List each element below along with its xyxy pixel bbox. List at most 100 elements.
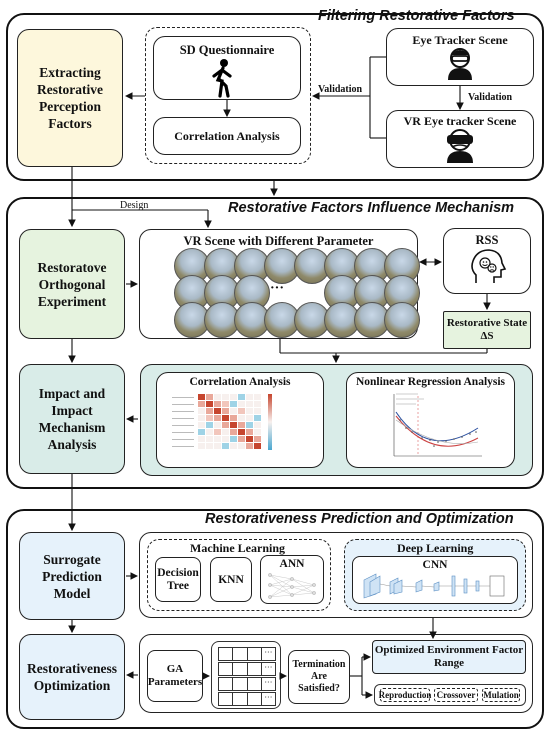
heatmap-cell xyxy=(198,436,205,442)
vr-eye-tracker-label: VR Eye tracker Scene xyxy=(403,114,517,128)
heatmap-cell xyxy=(254,429,261,435)
heatmap-cell xyxy=(198,443,205,449)
heatmap-cell xyxy=(214,436,221,442)
orthogonal-experiment-label: Restoratove Orthogonal Experiment xyxy=(37,259,107,309)
heatmap-cell xyxy=(214,408,221,414)
restorative-state-box: Restorative State ΔS xyxy=(443,311,531,349)
heatmap-row-label xyxy=(172,404,194,405)
machine-learning-label: Machine Learning xyxy=(190,541,285,555)
knn-label: KNN xyxy=(218,573,244,586)
heatmap-cell xyxy=(214,443,221,449)
heatmap-cell xyxy=(230,415,237,421)
heatmap-cell xyxy=(222,401,229,407)
heatmap-cell xyxy=(206,443,213,449)
correlation-analysis-label-1: Correlation Analysis xyxy=(174,128,280,143)
heatmap-cell xyxy=(254,401,261,407)
heatmap-cell xyxy=(238,443,245,449)
heatmap-cell xyxy=(198,422,205,428)
neural-network-icon xyxy=(268,573,316,599)
extracting-factors-box: Extracting Restorative Perception Factor… xyxy=(17,29,123,167)
ann-label: ANN xyxy=(279,558,305,570)
questionnaire-group xyxy=(145,27,311,164)
rss-box: RSS xyxy=(443,228,531,294)
heatmap-cell xyxy=(222,422,229,428)
eye-tracker-label: Eye Tracker Scene xyxy=(412,33,508,47)
validation-label-2: Validation xyxy=(468,92,513,103)
sd-questionnaire-label: SD Questionnaire xyxy=(179,43,275,57)
delta-s-label: ΔS xyxy=(480,330,494,342)
heatmap-cell xyxy=(198,429,205,435)
heatmap-cell xyxy=(246,436,253,442)
ga-parameters-box: GA Parameters xyxy=(147,650,203,702)
design-label: Design xyxy=(120,200,149,211)
knn-box: KNN xyxy=(210,557,252,602)
heatmap-row-label xyxy=(172,432,194,433)
operators-group xyxy=(374,684,526,706)
heatmap-cell xyxy=(238,429,245,435)
optimized-range-label: Optimized Environment Factor Range xyxy=(374,644,524,669)
scene-ellipsis: ··· xyxy=(270,281,285,296)
rss-label: RSS xyxy=(475,233,499,247)
reproduction-label: Reproduction xyxy=(378,690,432,700)
scene-thumbnail xyxy=(384,302,420,338)
orthogonal-experiment-box: Restoratove Orthogonal Experiment xyxy=(19,229,125,339)
heatmap-cell xyxy=(214,401,221,407)
heatmap-cell xyxy=(222,415,229,421)
heatmap-cell xyxy=(230,401,237,407)
heatmap-row-label xyxy=(172,439,194,440)
nonlinear-regression-box: Nonlinear Regression Analysis xyxy=(346,372,515,468)
restorative-state-label: Restorative State xyxy=(446,317,528,329)
heatmap-cell xyxy=(198,401,205,407)
heatmap-cell xyxy=(230,422,237,428)
heatmap-cell xyxy=(230,394,237,400)
vr-scene-thumbnails: ··· xyxy=(146,248,420,338)
heatmap-cell xyxy=(198,408,205,414)
heatmap-cell xyxy=(214,429,221,435)
optimization-label: Restorativeness Optimization xyxy=(27,661,117,693)
heatmap-cell xyxy=(222,436,229,442)
walking-person-icon xyxy=(212,59,232,98)
panel-title-filtering: Filtering Restorative Factors xyxy=(318,8,515,24)
heatmap-cell xyxy=(222,429,229,435)
heatmap-cell xyxy=(206,422,213,428)
heatmap-cell xyxy=(222,394,229,400)
termination-box: Termination Are Satisfied? xyxy=(288,650,350,704)
heatmap-cell xyxy=(206,408,213,414)
mutation-label: Mulation xyxy=(483,690,519,700)
machine-learning-group xyxy=(147,539,331,611)
extracting-factors-label: Extracting Restorative Perception Factor… xyxy=(37,65,103,131)
heatmap-row-label xyxy=(172,418,194,419)
panel-title-influence: Restorative Factors Influence Mechanism xyxy=(228,200,515,216)
mutation-box: Mulation xyxy=(482,688,520,702)
heatmap-cell xyxy=(206,394,213,400)
population-bar: ··· xyxy=(218,692,276,706)
heatmap-cell xyxy=(214,415,221,421)
heatmap-cell xyxy=(246,422,253,428)
correlation-analysis-box-1: Correlation Analysis xyxy=(153,117,301,155)
heatmap-cell xyxy=(230,429,237,435)
nonlinear-regression-label: Nonlinear Regression Analysis xyxy=(355,376,506,388)
heatmap-cell xyxy=(206,401,213,407)
validation-label-1: Validation xyxy=(318,84,363,95)
heatmap-cell xyxy=(246,415,253,421)
heatmap-row-label xyxy=(172,446,194,447)
heatmap-cell xyxy=(246,443,253,449)
heatmap-cell xyxy=(238,415,245,421)
heatmap-cell xyxy=(238,436,245,442)
crossover-label: Crossover xyxy=(436,690,476,700)
vr-scene-label: VR Scene with Different Parameter xyxy=(183,234,374,248)
decision-tree-box: Decision Tree xyxy=(155,557,201,602)
heatmap-cell xyxy=(254,436,261,442)
population-group: ··· ··· ··· ··· xyxy=(211,641,281,709)
surrogate-model-label: Surrogate Prediction Model xyxy=(42,551,102,601)
heatmap-cell xyxy=(238,401,245,407)
heatmap-cell xyxy=(246,429,253,435)
heatmap-cell xyxy=(206,429,213,435)
crossover-box: Crossover xyxy=(434,688,478,702)
panel-title-prediction: Restorativeness Prediction and Optimizat… xyxy=(205,511,514,527)
impact-analysis-label: Impact and Impact Mechanism Analysis xyxy=(38,386,106,452)
correlation-analysis-label-2: Correlation Analysis xyxy=(189,376,291,388)
regression-plot xyxy=(393,393,482,457)
surrogate-model-box: Surrogate Prediction Model xyxy=(19,532,125,620)
optimized-range-box: Optimized Environment Factor Range xyxy=(372,640,526,674)
